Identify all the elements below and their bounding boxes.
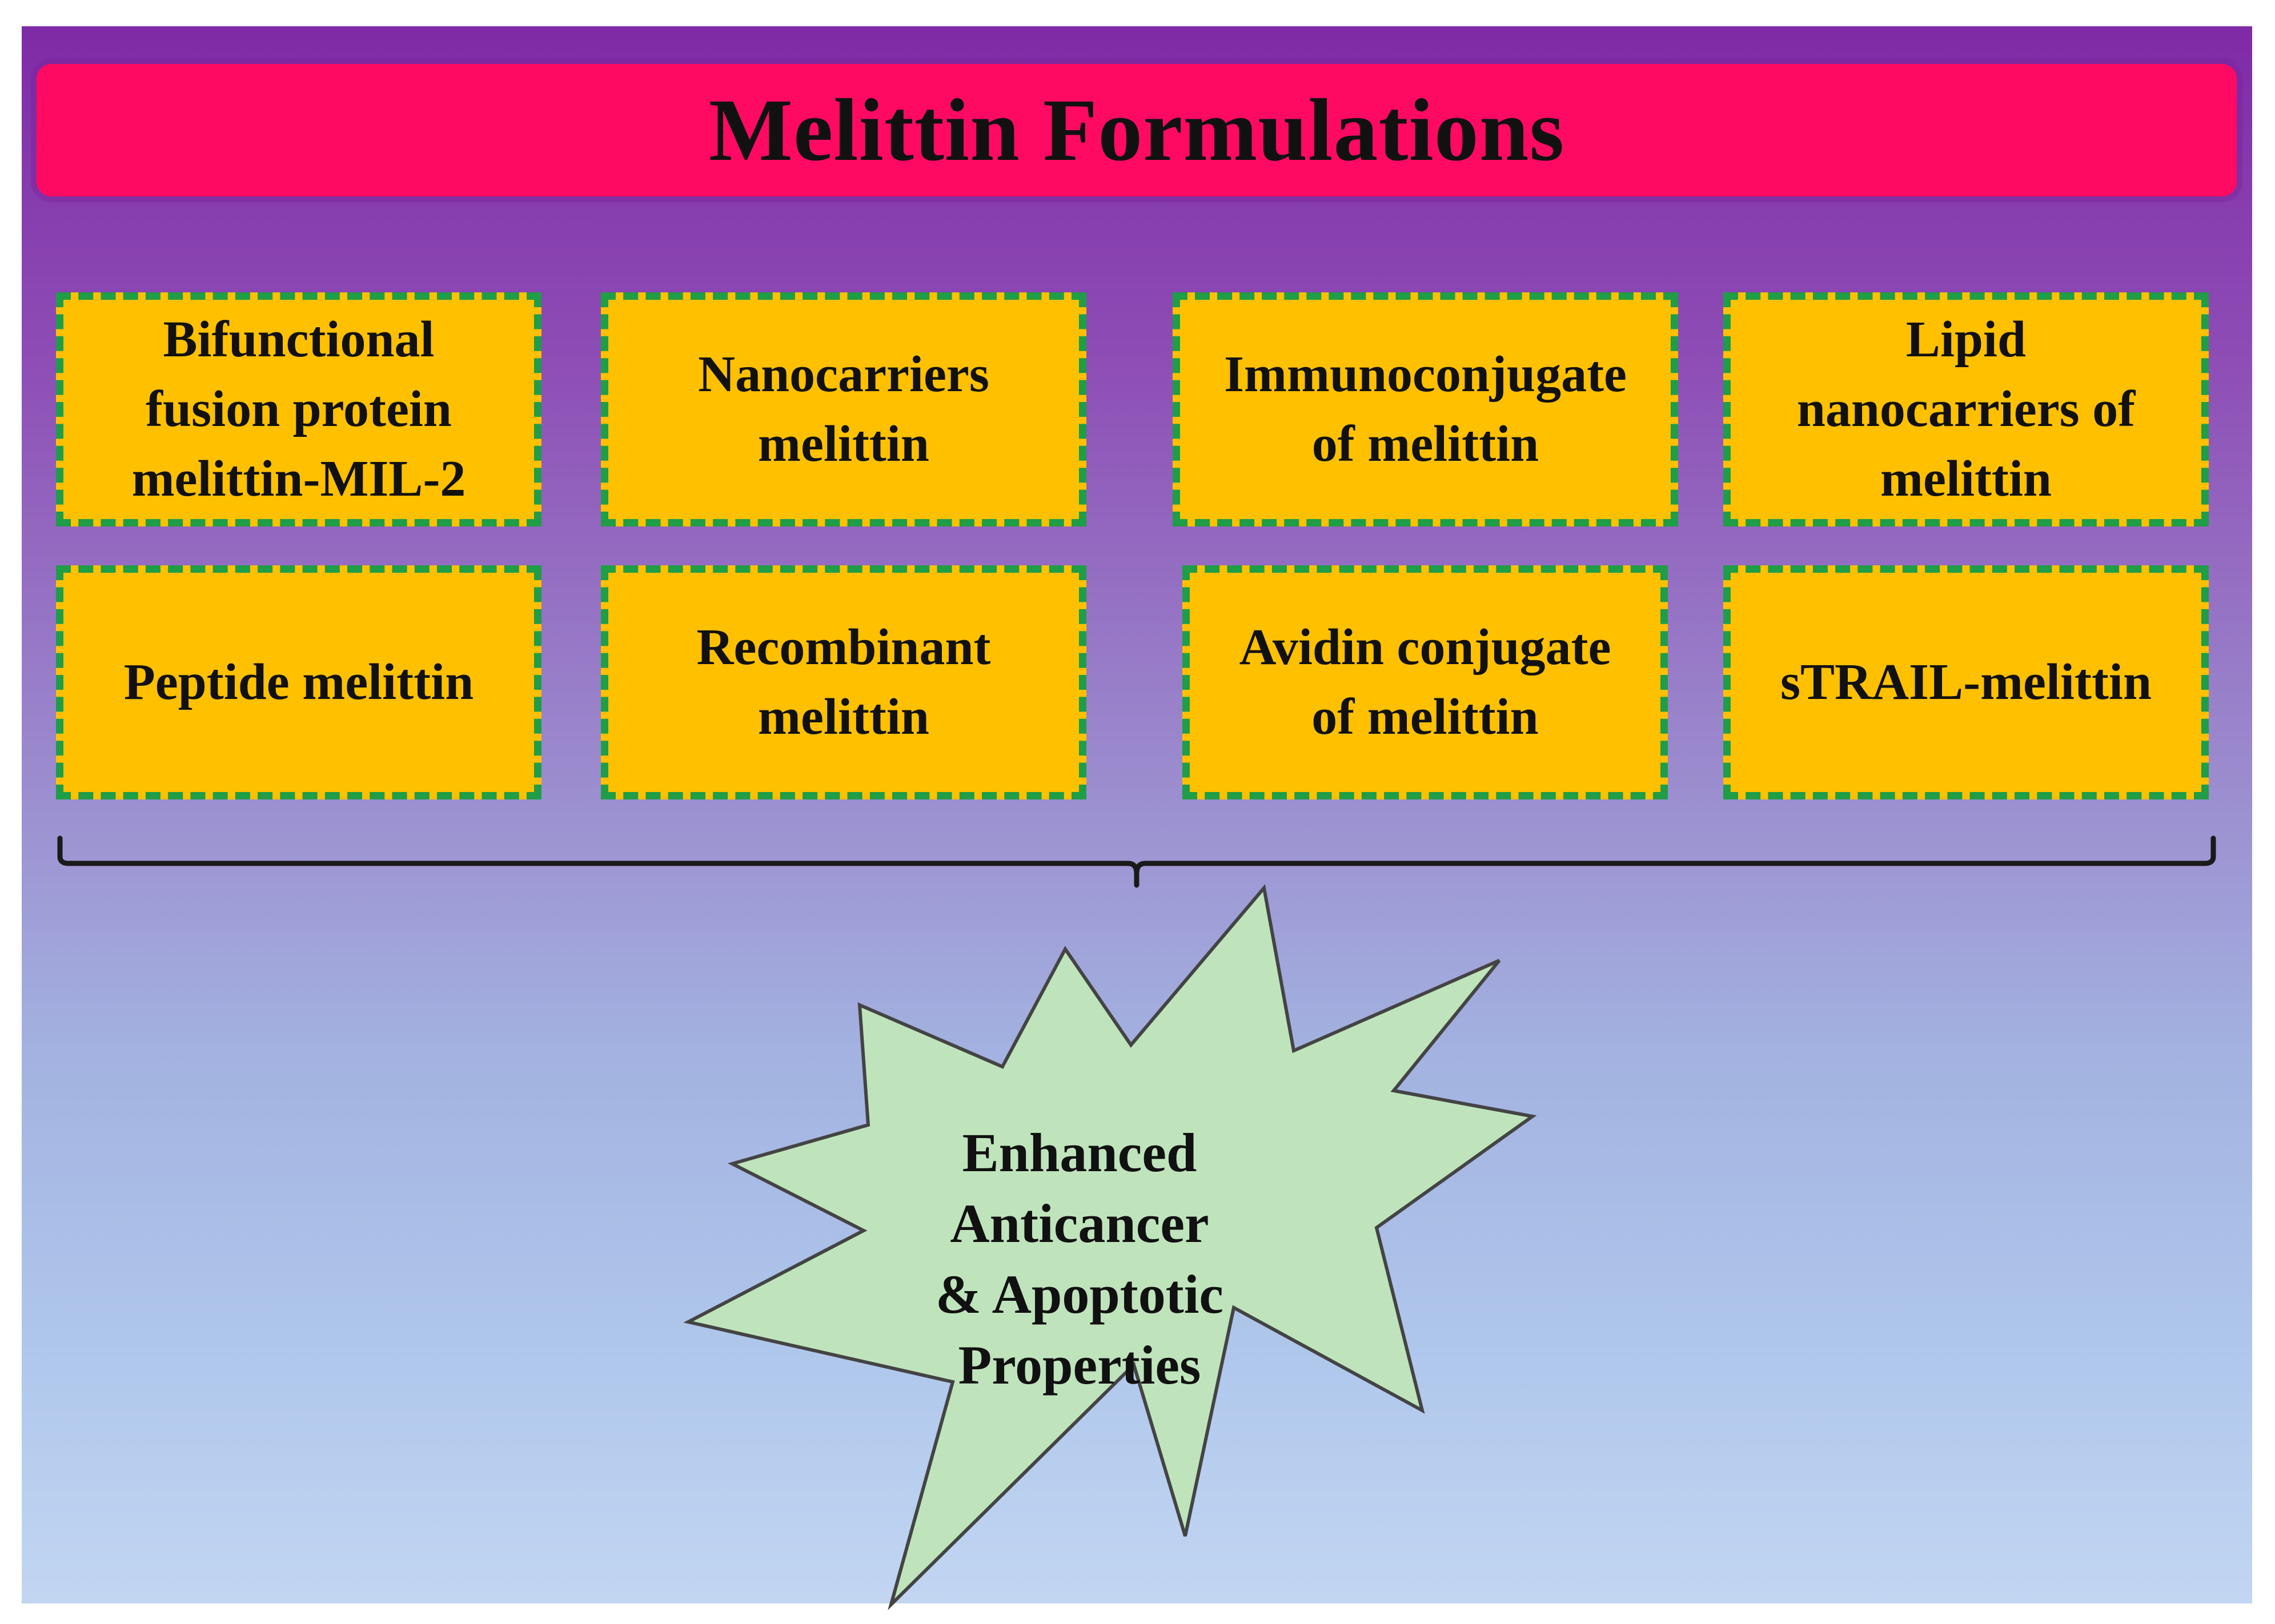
title-banner: Melittin Formulations bbox=[37, 64, 2237, 196]
formulation-box-recombinant: Recombinant melittin bbox=[601, 565, 1086, 799]
formulation-label: Peptide melittin bbox=[123, 654, 474, 710]
formulation-box-peptide: Peptide melittin bbox=[56, 565, 541, 799]
formulation-box-lipid-nanocarriers: Lipid nanocarriers of melittin bbox=[1723, 292, 2209, 526]
formulation-box-bifunctional: Bifunctional fusion protein melittin-MIL… bbox=[56, 292, 541, 526]
formulation-label: sTRAIL-melittin bbox=[1780, 654, 2152, 710]
formulation-box-strail: sTRAIL-melittin bbox=[1723, 565, 2209, 799]
outcome-label: Enhanced Anticancer & Apoptotic Properti… bbox=[936, 1122, 1223, 1396]
formulation-label: Nanocarriers melittin bbox=[698, 346, 989, 472]
formulation-label: Lipid nanocarriers of melittin bbox=[1796, 311, 2136, 507]
formulation-box-nanocarriers: Nanocarriers melittin bbox=[601, 292, 1086, 526]
outcome-text-block: Enhanced Anticancer & Apoptotic Properti… bbox=[891, 1111, 1268, 1408]
formulation-label: Avidin conjugate of melittin bbox=[1239, 619, 1611, 745]
diagram-title: Melittin Formulations bbox=[708, 81, 1565, 179]
formulation-label: Immunoconjugate of melittin bbox=[1223, 346, 1627, 472]
formulation-label: Bifunctional fusion protein melittin-MIL… bbox=[131, 311, 466, 507]
starburst-shape bbox=[683, 884, 1537, 1611]
formulation-box-immunoconjugate: Immunoconjugate of melittin bbox=[1173, 292, 1678, 526]
formulation-box-avidin: Avidin conjugate of melittin bbox=[1182, 565, 1668, 799]
formulation-label: Recombinant melittin bbox=[696, 619, 991, 745]
grouping-brace bbox=[57, 835, 2216, 888]
